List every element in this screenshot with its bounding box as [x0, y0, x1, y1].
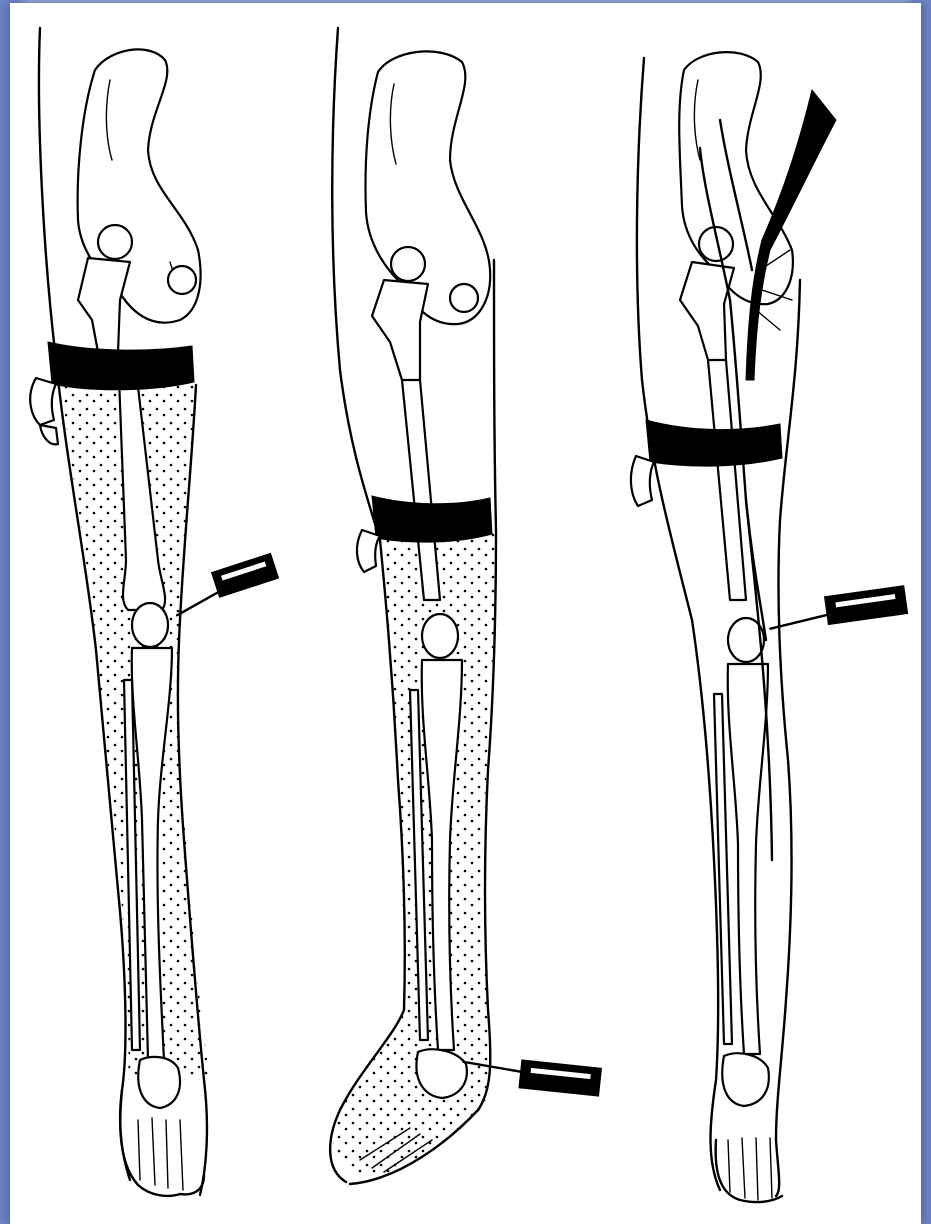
leg-right-outline-inner [776, 280, 800, 1196]
patella-left [132, 603, 168, 647]
femur-head-left [98, 225, 132, 259]
leg-middle [330, 28, 601, 1184]
syringe-right [767, 586, 908, 633]
tourniquet-knot-middle [357, 530, 380, 572]
leg-right [631, 52, 908, 1202]
tourniquet-left [48, 342, 194, 390]
tarsals-left [138, 1057, 180, 1108]
femur-head-middle [391, 247, 425, 281]
patella-middle [422, 614, 458, 658]
tourniquet-knot-right [631, 456, 654, 506]
tibia-right [728, 664, 768, 1054]
leg-left [30, 28, 280, 1196]
tourniquet-knot-left [30, 378, 58, 444]
tarsals-right [722, 1053, 769, 1106]
fibula-right [714, 694, 732, 1044]
